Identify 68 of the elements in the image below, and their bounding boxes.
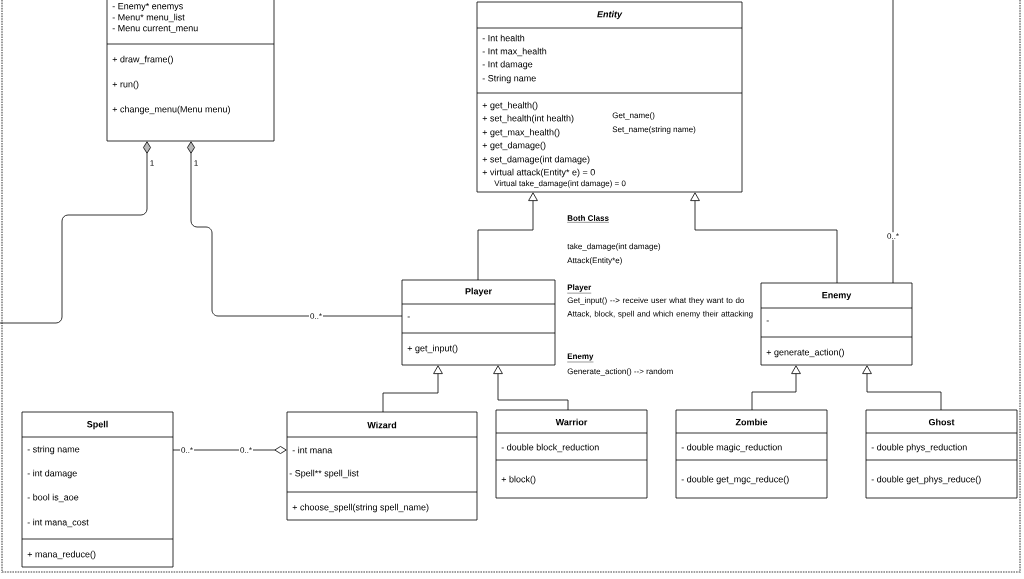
method-text: + draw_frame() — [112, 55, 173, 65]
class-title: Entity — [597, 10, 623, 20]
method-text: + get_health() — [482, 101, 538, 111]
connector — [892, 0, 894, 284]
note-text: Get_name() — [612, 112, 655, 120]
method-text: + mana_reduce() — [27, 550, 96, 560]
note-text: Set_name(string name) — [612, 126, 696, 134]
method-text: + get_damage() — [482, 141, 546, 151]
connector — [172, 446, 287, 454]
multiplicity-label: 0..* — [239, 446, 253, 454]
attribute-text: - String name — [482, 74, 536, 84]
attribute-text: - int mana_cost — [27, 518, 89, 528]
method-text: + block() — [501, 475, 536, 485]
multiplicity-label: 0..* — [886, 232, 900, 240]
attribute-text: - Menu* menu_list — [112, 13, 185, 23]
attribute-text: - — [407, 316, 410, 318]
method-text: + set_damage(int damage) — [482, 155, 590, 165]
note-heading: Both Class — [567, 215, 610, 223]
method-text: + virtual attack(Entity* e) = 0 — [482, 168, 595, 178]
connector — [862, 365, 942, 411]
multiplicity-label: 0..* — [180, 446, 194, 454]
class-title: Warrior — [555, 418, 588, 426]
class-title: Ghost — [928, 418, 955, 426]
note-text: Generate_action() --> random — [567, 368, 673, 376]
method-text: + run() — [112, 80, 139, 90]
connector — [0, 141, 151, 324]
class-title: Spell — [87, 420, 108, 430]
method-text: + get_max_health() — [482, 128, 560, 138]
connector — [187, 141, 403, 317]
note-text: take_damage(int damage) — [567, 243, 661, 251]
method-text: + choose_spell(string spell_name) — [292, 503, 429, 513]
attribute-text: - — [766, 320, 769, 322]
method-text: - double get_mgc_reduce() — [681, 475, 789, 485]
attribute-text: - Int max_health — [482, 47, 547, 57]
note-heading: Enemy — [567, 353, 594, 363]
attribute-text: - string name — [27, 445, 80, 455]
attribute-text: - Int damage — [482, 60, 533, 70]
connector — [382, 365, 443, 413]
method-text: + change_menu(Menu menu) — [112, 105, 230, 115]
class-title: Player — [465, 287, 492, 297]
multiplicity-label: 0..* — [309, 312, 323, 320]
connector — [493, 365, 569, 411]
attribute-text: - bool is_aoe — [27, 493, 79, 503]
class-title: Zombie — [735, 418, 768, 426]
class-title: Wizard — [367, 421, 397, 429]
attribute-text: - Menu current_menu — [112, 25, 198, 33]
method-text: + get_input() — [407, 344, 458, 354]
attribute-text: - double magic_reduction — [681, 443, 782, 453]
note-text: Virtual take_damage(int damage) = 0 — [494, 180, 626, 188]
attribute-text: - int mana — [292, 446, 333, 454]
attribute-text: - Spell** spell_list — [289, 469, 359, 479]
connector — [751, 365, 801, 411]
method-text: + set_health(int health) — [482, 114, 574, 124]
note-text: Get_input() --> receive user what they want to do Attack, block, spell and which enemy their attacking — [567, 297, 753, 319]
note-text: Attack(Entity*e) — [567, 257, 622, 265]
note-heading: Player — [567, 284, 592, 294]
attribute-text: - int damage — [27, 469, 77, 479]
method-text: - double get_phys_reduce() — [871, 475, 981, 485]
connector — [477, 192, 538, 281]
connector — [690, 192, 838, 284]
attribute-text: - double phys_reduction — [871, 443, 967, 453]
multiplicity-label: 1 — [148, 159, 156, 167]
multiplicity-label: 1 — [192, 159, 200, 167]
method-text: + generate_action() — [766, 348, 844, 358]
attribute-text: - double block_reduction — [501, 443, 599, 453]
attribute-text: - Int health — [482, 34, 525, 42]
attribute-text: - Enemy* enemys — [112, 2, 183, 12]
class-title: Enemy — [822, 291, 852, 301]
